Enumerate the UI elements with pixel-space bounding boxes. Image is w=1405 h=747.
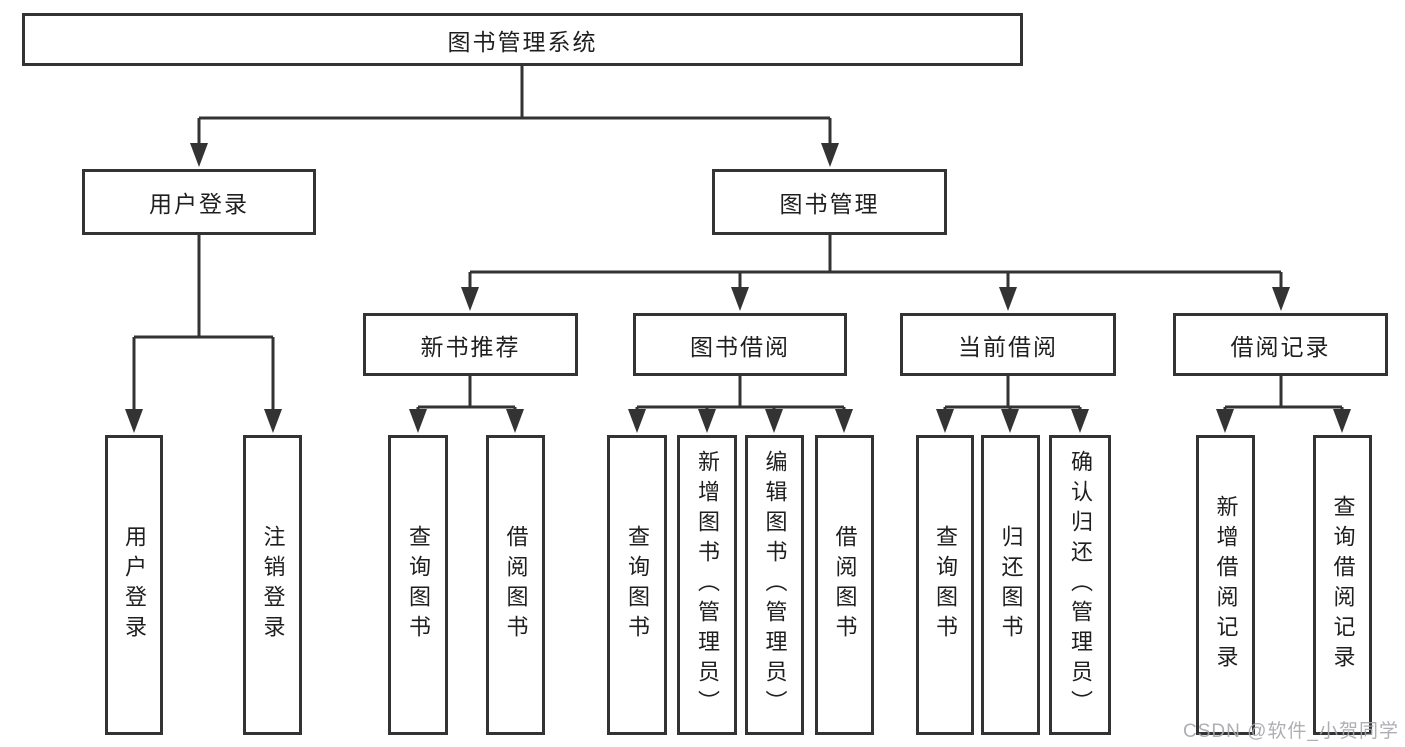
leaf-borrow-books-recommend: 借阅图书 bbox=[486, 435, 545, 735]
leaf-query-books-borrow: 查询图书 bbox=[607, 435, 667, 735]
leaf-query-books-current: 查询图书 bbox=[916, 435, 974, 735]
leaf-add-borrow-record: 新增借阅记录 bbox=[1196, 435, 1255, 735]
node-new-book-recommend: 新书推荐 bbox=[363, 313, 578, 376]
leaf-add-books-admin: 新增图书（管理员） bbox=[677, 435, 737, 735]
leaf-return-books: 归还图书 bbox=[981, 435, 1040, 735]
node-current-borrow: 当前借阅 bbox=[900, 313, 1116, 376]
node-book-management: 图书管理 bbox=[712, 169, 947, 235]
connector-current-borrow-split bbox=[936, 376, 1089, 433]
leaf-query-books-recommend: 查询图书 bbox=[388, 435, 448, 735]
leaf-logout: 注销登录 bbox=[243, 435, 302, 735]
connector-user-login-split bbox=[125, 235, 282, 433]
leaf-borrow-books: 借阅图书 bbox=[815, 435, 874, 735]
node-book-borrow: 图书借阅 bbox=[633, 313, 847, 376]
connector-root-split bbox=[190, 66, 839, 167]
connector-book-borrow-split bbox=[628, 376, 853, 433]
connector-new-book-split bbox=[409, 376, 524, 433]
leaf-confirm-return-admin: 确认归还（管理员） bbox=[1049, 435, 1111, 735]
leaf-edit-books-admin: 编辑图书（管理员） bbox=[745, 435, 804, 735]
csdn-watermark: CSDN @软件_小贺同学 bbox=[1183, 721, 1399, 742]
node-root: 图书管理系统 bbox=[22, 13, 1023, 66]
leaf-user-login: 用户登录 bbox=[105, 435, 163, 735]
leaf-query-borrow-record: 查询借阅记录 bbox=[1313, 435, 1372, 735]
node-user-login: 用户登录 bbox=[82, 169, 316, 235]
node-borrow-records: 借阅记录 bbox=[1173, 313, 1388, 376]
connector-book-management-split bbox=[461, 235, 1290, 311]
connector-borrow-records-split bbox=[1216, 376, 1351, 433]
